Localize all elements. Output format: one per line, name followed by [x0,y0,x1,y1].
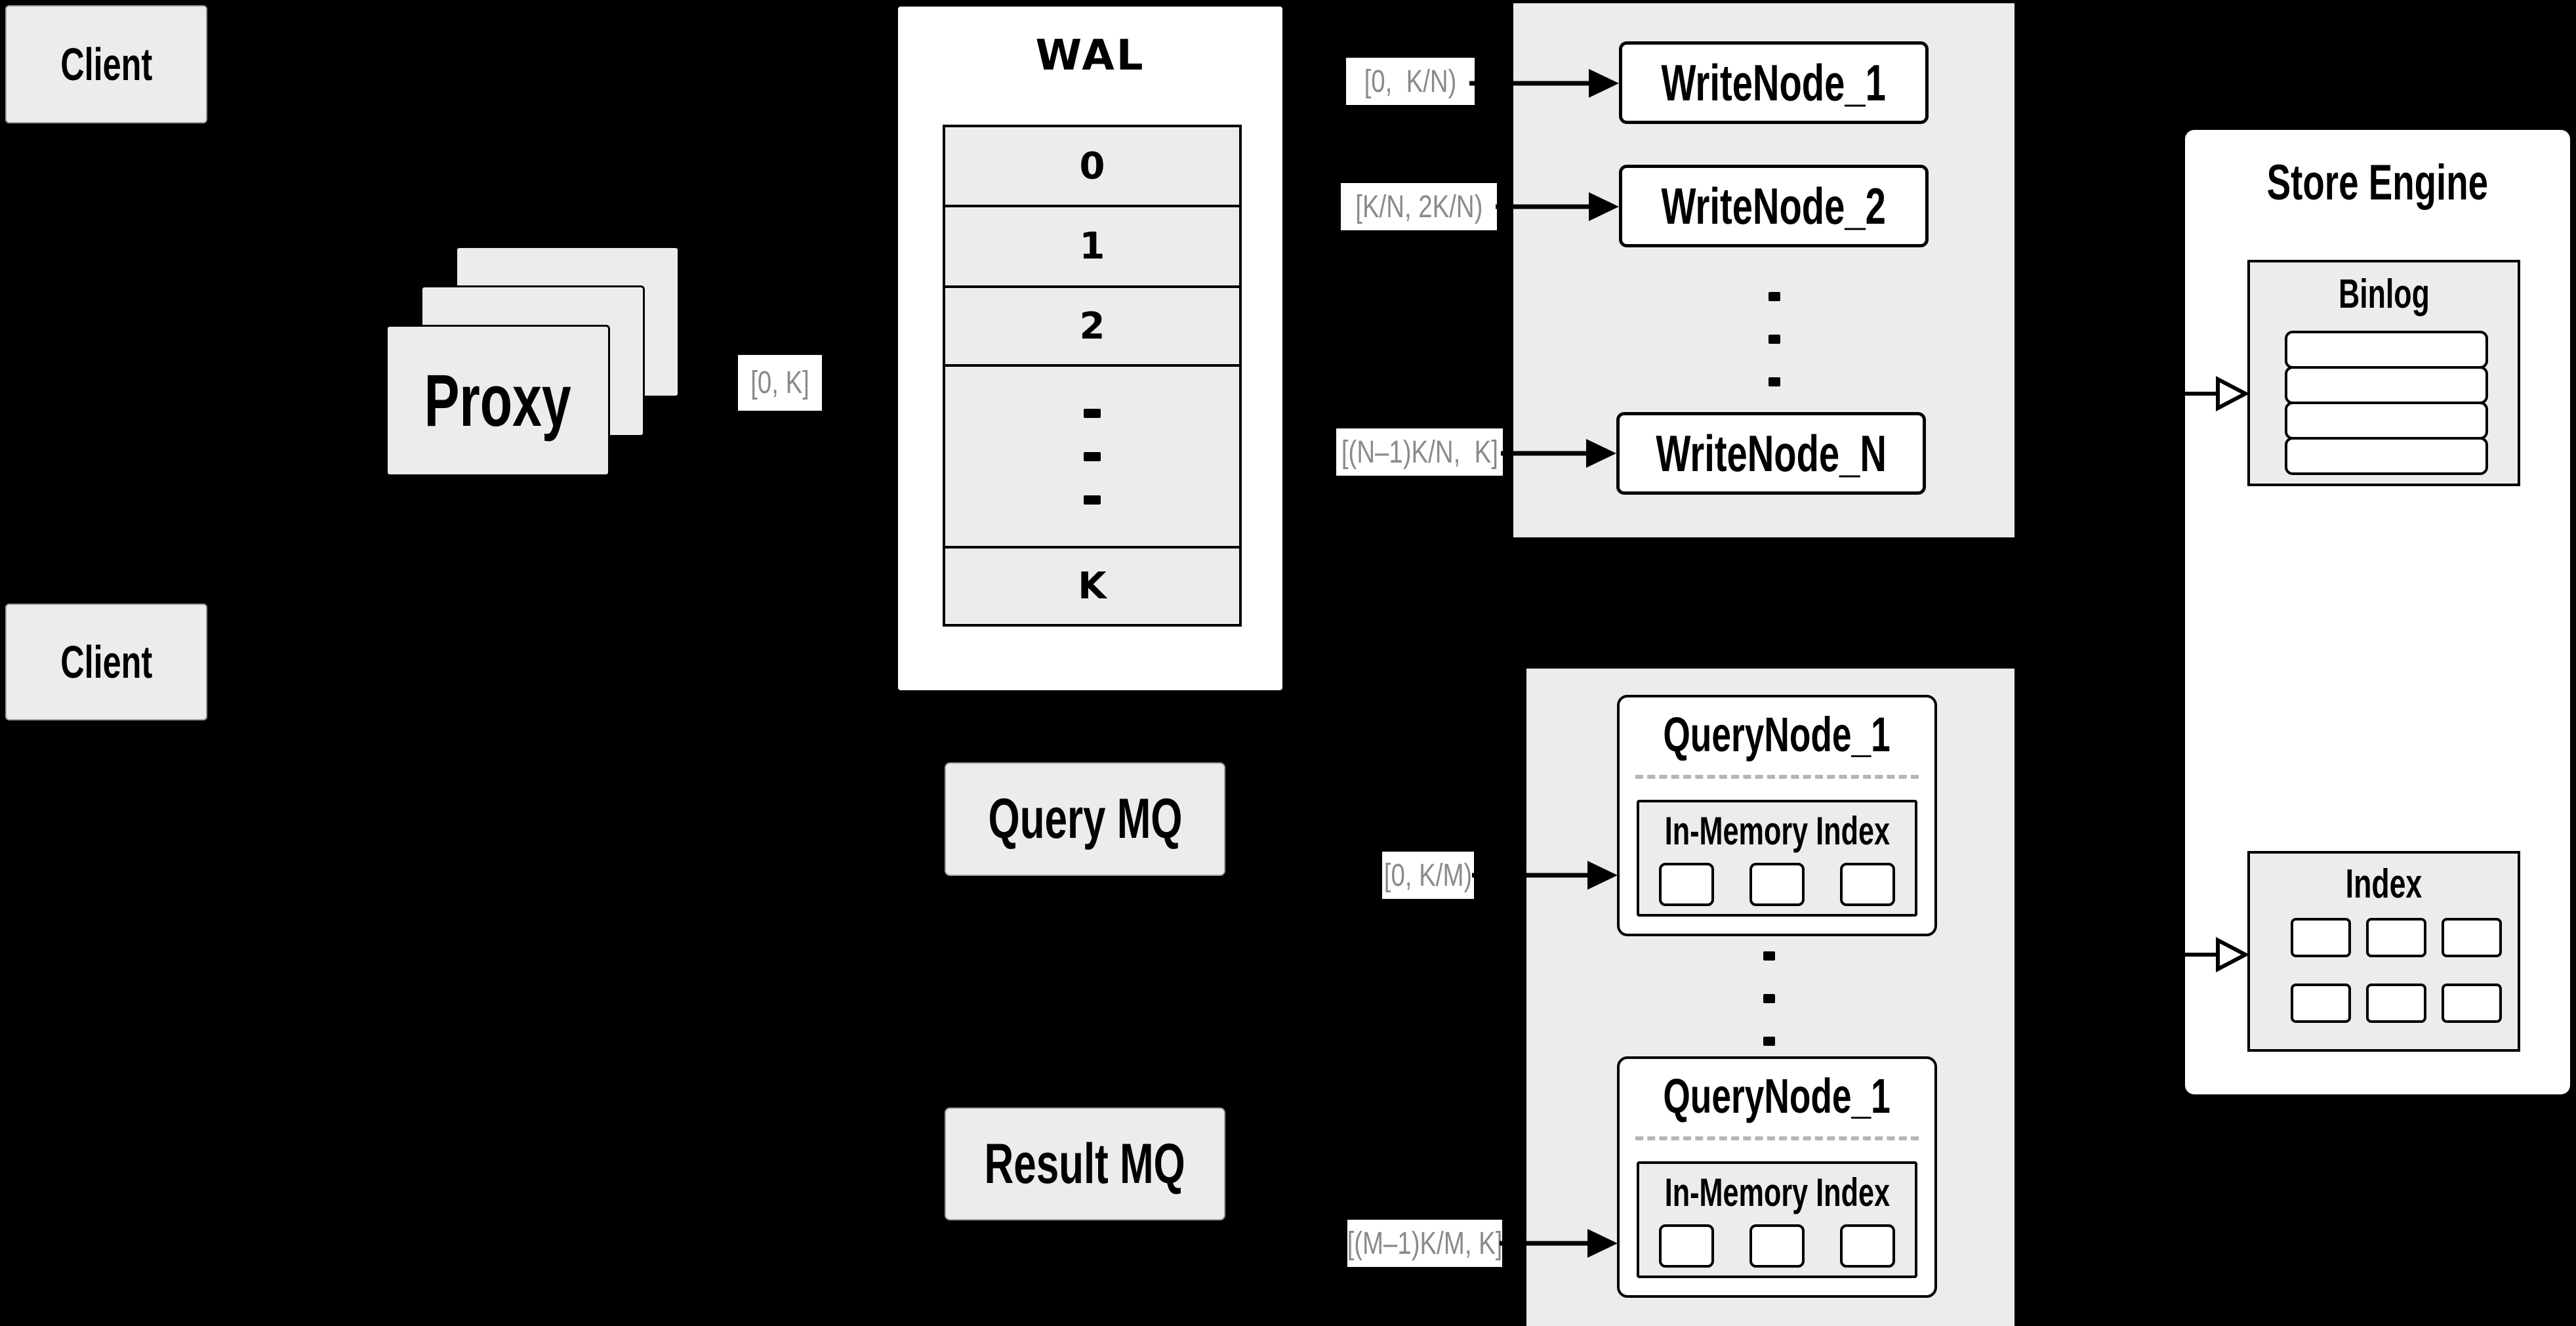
result-mq-label: Result MQ [984,1132,1186,1195]
client-bottom-box: Client [5,604,207,720]
client-bottom-label: Client [60,636,152,688]
ellipsis-dot [1084,408,1101,418]
ellipsis-dot [1768,377,1780,386]
writenode-n-box: WriteNode_N [1616,412,1926,495]
in-memory-index-title: In-Memory Index [1664,808,1890,853]
querynode-top-title: QueryNode_1 [1663,707,1891,762]
proxy-label: Proxy [424,360,572,442]
index-segment-box [1749,1224,1805,1268]
wal-segment-row: 1 [945,205,1239,285]
index-file-box [2442,984,2502,1023]
querynode-bottom-title: QueryNode_1 [1663,1068,1891,1123]
proxy-box: Proxy [386,325,610,476]
index-segment-box [1840,1224,1895,1268]
binlog-row [2285,402,2488,440]
index-file-box [2366,984,2426,1023]
arrow-to-querynode-1 [1472,861,1618,890]
index-file-box [2366,918,2426,957]
ellipsis-dot [1763,951,1775,961]
store-engine-title: Store Engine [2266,154,2489,211]
query-mq-label: Query MQ [988,787,1182,850]
index-segment-box [1659,1224,1714,1268]
in-memory-index-panel: In-Memory Index [1637,800,1917,917]
index-file-box [2291,984,2351,1023]
query-range-label-1: [0, K/M) [1382,852,1474,899]
querynode-top-title-wrap: QueryNode_1 [1620,697,1934,771]
write-range-label-1: [0, K/N) [1346,58,1475,105]
dashed-divider [1635,1136,1919,1140]
dashed-divider [1635,775,1919,779]
client-top-label: Client [60,39,152,90]
arrow-to-writenode-1 [1469,69,1619,98]
arrow-to-binlog [2185,376,2249,411]
arrow-to-writenode-n [1501,439,1616,468]
ellipsis-dot [1768,335,1780,344]
arrow-to-writenode-2 [1496,192,1619,221]
index-title: Index [2345,861,2423,907]
wal-segment-row: 2 [945,285,1239,364]
index-panel: Index [2247,851,2520,1052]
arrow-to-querynode-m [1500,1229,1618,1258]
index-file-box [2442,918,2502,957]
index-segment-box [1659,863,1714,906]
ellipsis-dot [1763,994,1775,1003]
index-file-box [2291,918,2351,957]
ellipsis-dot [1084,495,1101,505]
wal-box: WAL 0 1 2 K [898,7,1282,690]
binlog-row [2285,331,2488,369]
write-range-label-n: [(N–1)K/N, K] [1336,428,1503,476]
binlog-row [2285,437,2488,475]
wal-segment-row: K [945,546,1239,624]
result-mq-box: Result MQ [945,1108,1225,1220]
querynode-bottom-box: QueryNode_1 In-Memory Index [1617,1056,1937,1298]
ellipsis-dot [1763,1037,1775,1046]
query-range-label-m: [(M–1)K/M, K] [1347,1220,1502,1267]
wal-ellipsis-row [945,364,1239,546]
binlog-row [2285,366,2488,404]
query-mq-box: Query MQ [945,762,1225,876]
binlog-title: Binlog [2338,271,2430,317]
arrow-to-index [2185,937,2249,972]
querynode-top-box: QueryNode_1 In-Memory Index [1617,695,1937,936]
write-range-label-2: [K/N, 2K/N) [1341,183,1497,230]
index-segment-box [1840,863,1895,906]
querynode-bottom-title-wrap: QueryNode_1 [1620,1059,1934,1132]
in-memory-index-title: In-Memory Index [1664,1170,1890,1214]
writenode-1-box: WriteNode_1 [1619,41,1929,124]
index-segment-box [1749,863,1805,906]
ellipsis-dot [1768,292,1780,301]
writenode-2-box: WriteNode_2 [1619,165,1929,247]
wal-segment-row: 0 [945,127,1239,205]
proxy-range-label: [0, K] [738,355,822,411]
in-memory-index-panel: In-Memory Index [1637,1161,1917,1278]
binlog-panel: Binlog [2247,260,2520,486]
client-top-box: Client [5,5,207,123]
wal-segment-table: 0 1 2 K [943,125,1242,627]
ellipsis-dot [1084,451,1101,461]
store-engine-box: Store Engine Binlog Index [2185,130,2570,1094]
wal-title: WAL [1035,31,1145,80]
